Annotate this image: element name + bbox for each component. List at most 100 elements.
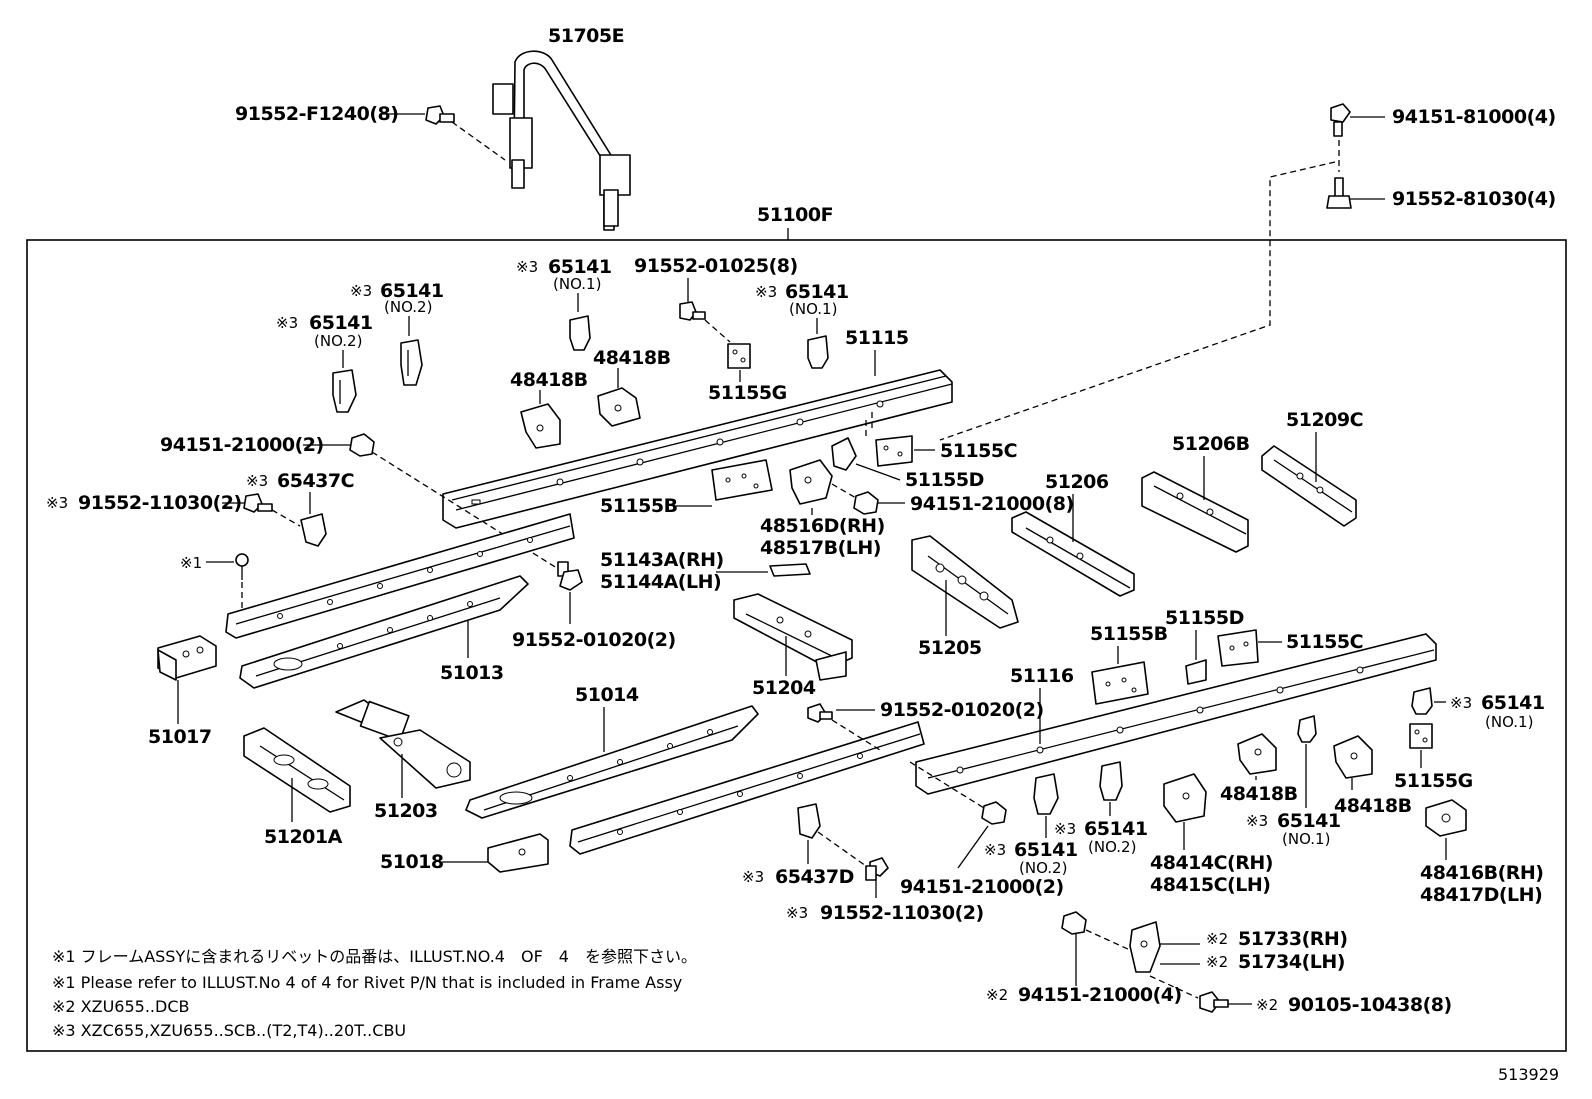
bracket-48414C[interactable] xyxy=(1163,773,1207,823)
label-94151-21000-b[interactable]: 94151-21000(8) xyxy=(910,493,1074,515)
crossmember-51205[interactable] xyxy=(911,535,1019,629)
bracket-65141-no2[interactable] xyxy=(332,369,357,413)
label-91552-01020-a[interactable]: 91552-01020(2) xyxy=(512,629,676,651)
bracket-48418B[interactable] xyxy=(1237,733,1277,775)
label-51115[interactable]: 51115 xyxy=(845,327,909,349)
label-94151-81000[interactable]: 94151-81000(4) xyxy=(1392,106,1556,128)
crossmember-51204[interactable] xyxy=(733,593,853,681)
bracket-51733[interactable] xyxy=(1129,921,1161,973)
label-51155D-b[interactable]: 51155D xyxy=(1165,607,1244,629)
label-65141-e[interactable]: 65141 xyxy=(1014,839,1078,861)
bracket-65141-no2[interactable] xyxy=(1033,773,1059,815)
label-65141-f[interactable]: 65141 xyxy=(1084,818,1148,840)
bracket-48418B[interactable] xyxy=(520,403,561,449)
plate-51155B[interactable] xyxy=(1091,661,1149,705)
plate-51155G[interactable] xyxy=(727,343,751,369)
label-51733[interactable]: 51733(RH) xyxy=(1238,928,1348,950)
crossmember-51206B[interactable] xyxy=(1141,471,1249,553)
rollbar-51705E[interactable] xyxy=(492,50,631,231)
bracket-65141-no1[interactable] xyxy=(1411,687,1433,715)
bracket-65141-no2[interactable] xyxy=(400,339,423,386)
label-65437D[interactable]: 65437D xyxy=(775,866,854,888)
label-48415C[interactable]: 48415C(LH) xyxy=(1150,874,1271,896)
label-51209C[interactable]: 51209C xyxy=(1286,409,1364,431)
label-91552-01025[interactable]: 91552-01025(8) xyxy=(634,255,798,277)
label-48517B[interactable]: 48517B(LH) xyxy=(760,537,881,559)
label-91552-11030-a[interactable]: 91552-11030(2) xyxy=(78,492,242,514)
label-65141-a[interactable]: 65141 xyxy=(309,312,373,334)
label-91552-F1240[interactable]: 91552-F1240(8) xyxy=(235,103,399,125)
bracket-51155D[interactable] xyxy=(831,437,857,471)
label-51705E[interactable]: 51705E xyxy=(548,25,625,47)
label-51013[interactable]: 51013 xyxy=(440,662,504,684)
side-member-51014[interactable] xyxy=(465,705,759,819)
bracket-65437D[interactable] xyxy=(797,803,821,839)
label-51116[interactable]: 51116 xyxy=(1010,665,1074,687)
label-48418B-d[interactable]: 48418B xyxy=(1334,795,1412,817)
bracket-65437C[interactable] xyxy=(300,513,327,547)
label-48414C[interactable]: 48414C(RH) xyxy=(1150,852,1273,874)
bracket-51017[interactable] xyxy=(157,635,217,681)
label-91552-01020-b[interactable]: 91552-01020(2) xyxy=(880,699,1044,721)
label-48418B-c[interactable]: 48418B xyxy=(1220,783,1298,805)
label-51144A[interactable]: 51144A(LH) xyxy=(600,571,722,593)
label-65141-h[interactable]: 65141 xyxy=(1481,692,1545,714)
crossmember-51206[interactable] xyxy=(1011,511,1135,597)
label-65141-d[interactable]: 65141 xyxy=(785,281,849,303)
label-51018[interactable]: 51018 xyxy=(380,851,444,873)
label-48418B-b[interactable]: 48418B xyxy=(593,347,671,369)
label-51155C-a[interactable]: 51155C xyxy=(940,440,1018,462)
bracket-48418B[interactable] xyxy=(1333,735,1373,779)
crossmember-51203[interactable] xyxy=(335,699,471,789)
bracket-65141-no1[interactable] xyxy=(569,315,591,351)
label-94151-21000-d[interactable]: 94151-21000(4) xyxy=(1018,984,1182,1006)
plate-51143A[interactable] xyxy=(769,563,811,577)
label-51155C-b[interactable]: 51155C xyxy=(1286,631,1364,653)
side-rail-51115[interactable] xyxy=(442,369,953,529)
bracket-65141-no1[interactable] xyxy=(807,335,829,369)
label-51201A[interactable]: 51201A xyxy=(264,826,343,848)
label-48417D[interactable]: 48417D(LH) xyxy=(1420,884,1543,906)
plate-51155B[interactable] xyxy=(711,459,773,501)
plate-51155C[interactable] xyxy=(875,435,913,467)
label-51155B-b[interactable]: 51155B xyxy=(1090,623,1168,645)
label-51734[interactable]: 51734(LH) xyxy=(1238,951,1345,973)
label-65141-c[interactable]: 65141 xyxy=(548,256,612,278)
side-member-upper-left[interactable] xyxy=(225,513,575,639)
label-48416B[interactable]: 48416B(RH) xyxy=(1420,862,1544,884)
label-51143A[interactable]: 51143A(RH) xyxy=(600,549,724,571)
label-51155G-b[interactable]: 51155G xyxy=(1394,770,1473,792)
label-94151-21000-a[interactable]: 94151-21000(2) xyxy=(160,434,324,456)
label-48418B-a[interactable]: 48418B xyxy=(510,369,588,391)
crossmember-51209C[interactable] xyxy=(1261,445,1357,527)
plate-51155G[interactable] xyxy=(1409,723,1433,749)
side-member-lower[interactable] xyxy=(569,721,925,855)
label-51155B-a[interactable]: 51155B xyxy=(600,495,678,517)
frame-label[interactable]: 51100F xyxy=(757,204,834,226)
label-51206B[interactable]: 51206B xyxy=(1172,433,1250,455)
label-94151-21000-c[interactable]: 94151-21000(2) xyxy=(900,876,1064,898)
label-91552-81030[interactable]: 91552-81030(4) xyxy=(1392,188,1556,210)
side-member-51013[interactable] xyxy=(239,575,529,689)
label-51014[interactable]: 51014 xyxy=(575,684,639,706)
label-51206[interactable]: 51206 xyxy=(1045,471,1109,493)
bracket-48418B[interactable] xyxy=(597,387,641,427)
bracket-48416B[interactable] xyxy=(1425,799,1467,837)
bracket-65141-no1[interactable] xyxy=(1297,715,1317,743)
label-65141-b[interactable]: 65141 xyxy=(380,280,444,302)
bracket-51018[interactable] xyxy=(487,833,549,873)
label-48516D[interactable]: 48516D(RH) xyxy=(760,515,885,537)
label-91552-11030-b[interactable]: 91552-11030(2) xyxy=(820,902,984,924)
label-51204[interactable]: 51204 xyxy=(752,677,816,699)
label-65437C[interactable]: 65437C xyxy=(277,470,355,492)
side-rail-51116[interactable] xyxy=(915,633,1437,795)
crossmember-51201A[interactable] xyxy=(243,727,351,813)
bracket-48516D[interactable] xyxy=(789,459,833,505)
label-51017[interactable]: 51017 xyxy=(148,726,212,748)
label-65141-g[interactable]: 65141 xyxy=(1277,810,1341,832)
label-51205[interactable]: 51205 xyxy=(918,637,982,659)
label-51155D-a[interactable]: 51155D xyxy=(905,469,984,491)
plate-51155C[interactable] xyxy=(1217,629,1259,667)
label-90105-10438[interactable]: 90105-10438(8) xyxy=(1288,994,1452,1016)
bracket-65141-no2[interactable] xyxy=(1099,761,1123,801)
